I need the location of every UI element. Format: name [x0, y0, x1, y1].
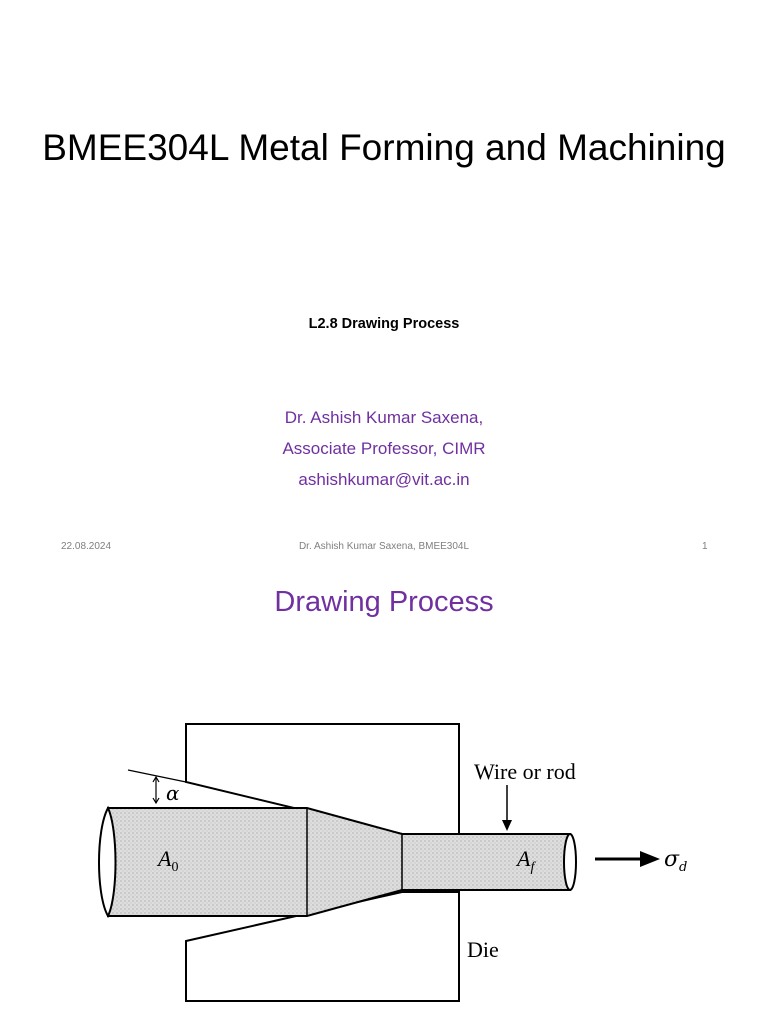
rod-right-end [563, 833, 577, 891]
author-block: Dr. Ashish Kumar Saxena, Associate Profe… [0, 402, 768, 495]
a0-subscript: 0 [171, 860, 178, 875]
sigma-letter: σ [664, 847, 680, 872]
author-email: ashishkumar@vit.ac.in [298, 470, 470, 489]
a0-label: A0 [156, 846, 178, 875]
drawing-process-diagram: Wire or rod Die α A0 Af σd [98, 723, 687, 1002]
slide-subtitle: L2.8 Drawing Process [308, 316, 460, 332]
author-role: Associate Professor, CIMR [282, 439, 486, 458]
sigma-label: σd [664, 847, 687, 875]
footer-author: Dr. Ashish Kumar Saxena, BMEE304L [298, 541, 470, 552]
alpha-label: α [166, 781, 180, 805]
slide-title: BMEE304L Metal Forming and Machining [42, 127, 726, 168]
footer-date: 22.08.2024 [61, 541, 112, 552]
die-label: Die [467, 937, 499, 962]
slide-title: Drawing Process [274, 586, 494, 618]
a0-letter: A [156, 846, 172, 871]
title-slide: BMEE304L Metal Forming and Machining L2.… [0, 127, 768, 552]
footer-page-number: 1 [702, 541, 708, 552]
af-label: Af [515, 846, 536, 875]
author-name: Dr. Ashish Kumar Saxena, [284, 408, 484, 427]
af-letter: A [515, 846, 531, 871]
af-subscript: f [530, 860, 536, 875]
sigma-subscript: d [679, 860, 687, 875]
drawing-process-slide: Drawing Process [0, 566, 768, 1024]
rod-left-end [98, 805, 117, 919]
wire-label: Wire or rod [474, 759, 576, 784]
